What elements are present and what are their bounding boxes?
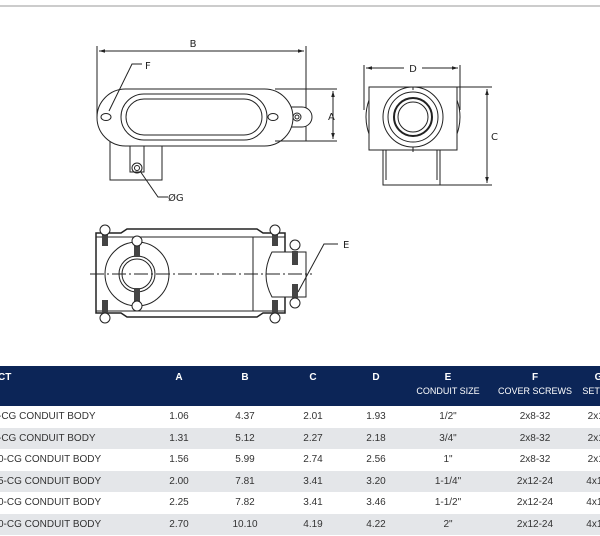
technical-drawing: B F A ØG D C bbox=[0, 5, 600, 324]
table-cell: 0-CG CONDUIT BODY bbox=[0, 518, 102, 530]
table-cell: 1-1/2" bbox=[434, 497, 462, 509]
table-cell: 1" bbox=[443, 454, 453, 466]
table-cell: 4x1/4 bbox=[586, 518, 600, 530]
header-b: B bbox=[241, 372, 249, 383]
table-cell: 1.93 bbox=[366, 411, 386, 423]
table-row: 0-CG CONDUIT BODY 2.25 7.82 3.41 3.46 1-1/2" 2… bbox=[0, 492, 600, 514]
label-b: B bbox=[190, 39, 197, 50]
table-cell: 2x8-32 bbox=[519, 454, 551, 466]
table-row: -CG CONDUIT BODY 1.31 5.12 2.27 2.18 3/4" 2x8-… bbox=[0, 427, 600, 449]
table-cell: 1.06 bbox=[169, 411, 189, 423]
table-cell: 1/2" bbox=[439, 411, 457, 423]
table-cell: 10.10 bbox=[232, 518, 258, 530]
table-cell: 4.37 bbox=[235, 411, 255, 423]
header-product: CT bbox=[0, 372, 12, 383]
table-cell: 5.12 bbox=[235, 432, 255, 444]
table-cell: 0-CG CONDUIT BODY bbox=[0, 497, 102, 509]
label-d: D bbox=[409, 64, 417, 75]
table-row: 0-CG CONDUIT BODY 1.56 5.99 2.74 2.56 1" 2x8-3… bbox=[0, 449, 600, 471]
table-cell: 2.00 bbox=[169, 475, 189, 487]
table-cell: 2x8-32 bbox=[519, 432, 551, 444]
table-cell: 3.20 bbox=[366, 475, 386, 487]
table-cell: 0-CG CONDUIT BODY bbox=[0, 454, 102, 466]
table-cell: -CG CONDUIT BODY bbox=[0, 432, 96, 444]
table-cell: 2.01 bbox=[303, 411, 323, 423]
bottom-view bbox=[90, 224, 338, 324]
table-cell: 1.31 bbox=[169, 432, 189, 444]
table-row: 5-CG CONDUIT BODY 2.00 7.81 3.41 3.20 1-1/4" 2… bbox=[0, 470, 600, 492]
side-view bbox=[363, 65, 492, 186]
table-cell: 3.41 bbox=[303, 475, 323, 487]
table-cell: 2.25 bbox=[169, 497, 189, 509]
table-cell: 2x12-24 bbox=[516, 475, 554, 487]
label-c: C bbox=[491, 132, 498, 143]
label-g: ØG bbox=[168, 192, 184, 204]
label-f: F bbox=[145, 61, 151, 72]
table-cell: 2x12-24 bbox=[516, 497, 554, 509]
table-cell: 1-1/4" bbox=[434, 475, 462, 487]
table-cell: 2x10 bbox=[587, 411, 600, 423]
table-cell: 5-CG CONDUIT BODY bbox=[0, 475, 102, 487]
table-cell: 5.99 bbox=[235, 454, 255, 466]
table-cell: 2x10 bbox=[587, 454, 600, 466]
table-cell: 2.18 bbox=[366, 432, 386, 444]
table-cell: -CG CONDUIT BODY bbox=[0, 411, 96, 423]
table-cell: 2x8-32 bbox=[519, 411, 551, 423]
table-cell: 2.70 bbox=[169, 518, 189, 530]
table-cell: 2.27 bbox=[303, 432, 323, 444]
label-e: E bbox=[343, 240, 349, 251]
header-d: D bbox=[372, 372, 380, 383]
table-cell: 3.46 bbox=[366, 497, 386, 509]
table-cell: 2x10 bbox=[587, 432, 600, 444]
table-cell: 2.74 bbox=[303, 454, 323, 466]
label-a: A bbox=[328, 112, 335, 123]
table-cell: 1.56 bbox=[169, 454, 189, 466]
leader-g bbox=[139, 170, 168, 198]
table-cell: 7.81 bbox=[235, 475, 255, 487]
table-cell: 4.19 bbox=[303, 518, 323, 530]
top-view bbox=[96, 46, 337, 198]
table-cell: 2.56 bbox=[366, 454, 386, 466]
table-cell: 4.22 bbox=[366, 518, 386, 530]
leader-e bbox=[297, 243, 338, 293]
table-cell: 7.82 bbox=[235, 497, 255, 509]
table-cell: 2" bbox=[443, 518, 453, 530]
table-cell: 2x12-24 bbox=[516, 518, 554, 530]
leader-f bbox=[108, 63, 142, 112]
table-row: 0-CG CONDUIT BODY 2.70 10.10 4.19 4.22 2" 2x12… bbox=[0, 513, 600, 535]
table-cell: 4x1/4 bbox=[586, 475, 600, 487]
header-a: A bbox=[175, 372, 183, 383]
table-row: -CG CONDUIT BODY 1.06 4.37 2.01 1.93 1/2" 2x8-… bbox=[0, 406, 600, 428]
table-cell: 3.41 bbox=[303, 497, 323, 509]
table-cell: 4x1/4 bbox=[586, 497, 600, 509]
table-cell: 3/4" bbox=[439, 432, 457, 444]
header-c: C bbox=[309, 372, 317, 383]
